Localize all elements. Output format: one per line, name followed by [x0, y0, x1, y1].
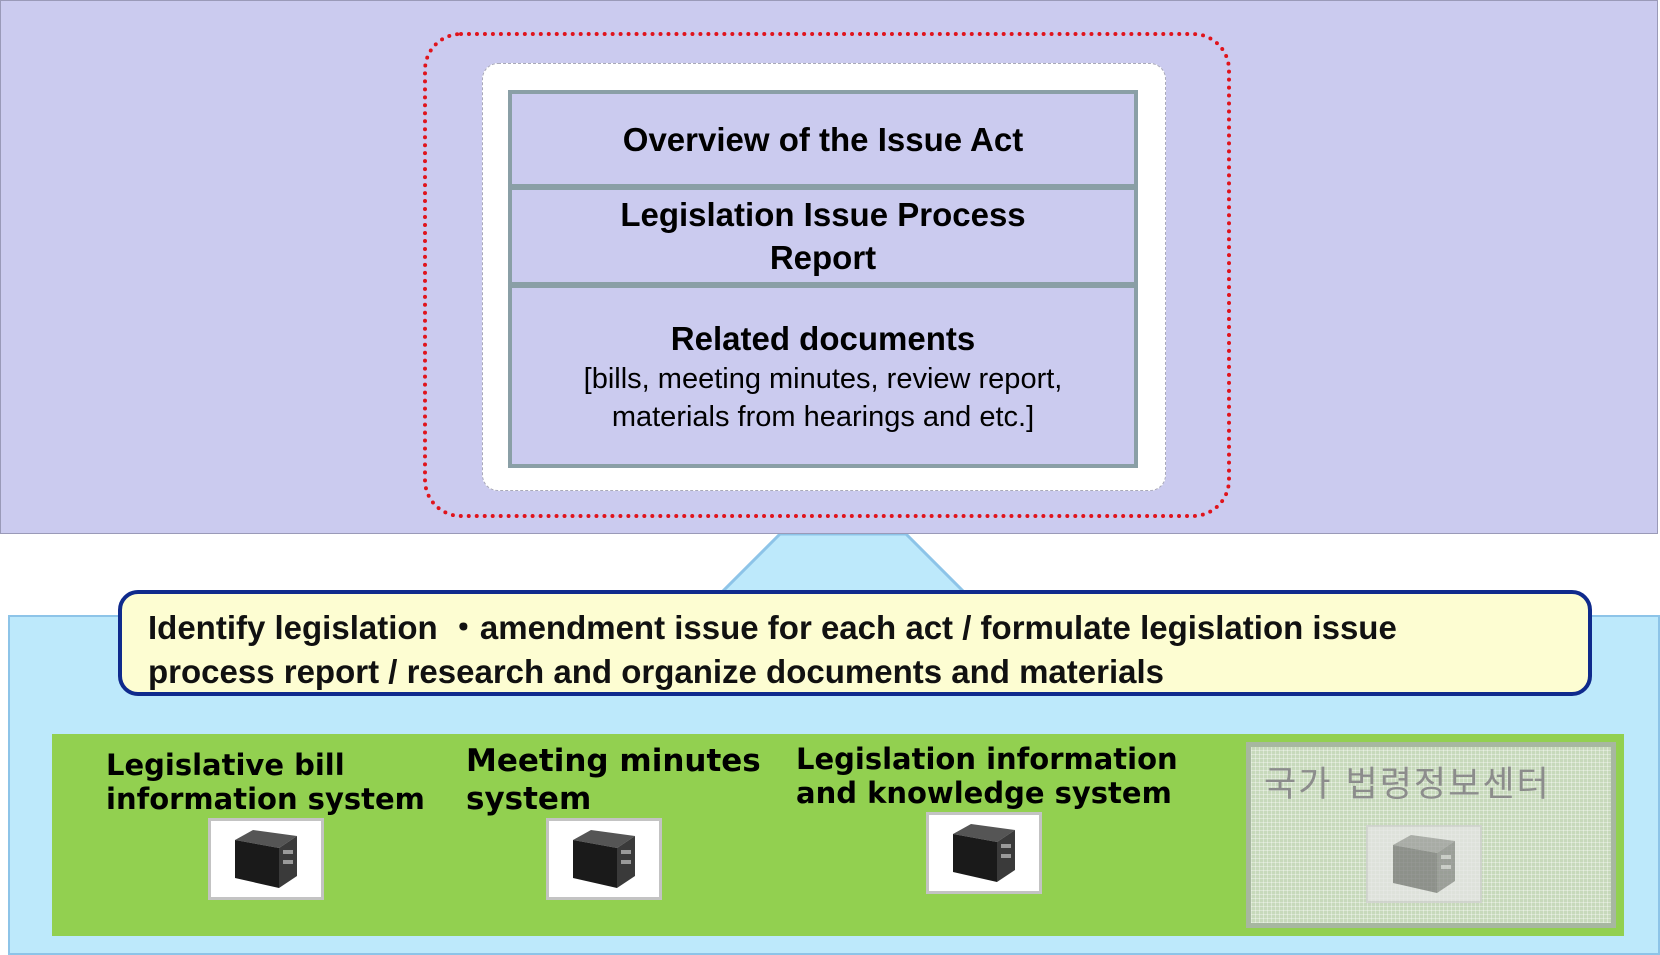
process-report-title-line2: Report [769, 239, 877, 276]
server-meeting-minutes [546, 818, 662, 900]
related-documents-detail-line2: materials from hearings and etc.] [611, 400, 1035, 433]
related-documents-detail-line1: [bills, meeting minutes, review report, [583, 362, 1063, 395]
server-icon [573, 830, 635, 888]
process-banner: Identify legislation ・amendment issue fo… [118, 590, 1592, 696]
system-label-line1: Meeting minutes [466, 743, 761, 779]
system-label-line2: system [466, 781, 592, 817]
server-icon [953, 824, 1015, 882]
system-label-line1: Legislative bill [106, 748, 345, 782]
overview-title: Overview of the Issue Act [622, 120, 1024, 158]
banner-line1: Identify legislation ・amendment issue fo… [148, 609, 1397, 646]
system-label-line2: information system [106, 782, 425, 816]
server-bill-info [208, 818, 324, 900]
overview-box: Overview of the Issue Act [508, 90, 1138, 188]
server-icon [235, 830, 297, 888]
system-label-bill-info: Legislative bill information system [106, 748, 425, 816]
process-report-title-line1: Legislation Issue Process [620, 196, 1026, 233]
process-report-box: Legislation Issue Process Report [508, 186, 1138, 286]
national-law-center-panel [1246, 742, 1616, 928]
system-label-legislation-knowledge: Legislation information and knowledge sy… [796, 742, 1178, 810]
banner-line2: process report / research and organize d… [148, 653, 1165, 690]
system-label-meeting-minutes: Meeting minutes system [466, 742, 761, 818]
highlight-frame [423, 32, 1231, 518]
server-legislation-knowledge [926, 812, 1042, 894]
related-documents-title: Related documents [670, 319, 976, 357]
system-label-line1: Legislation information [796, 742, 1178, 776]
upward-connector [720, 534, 966, 594]
system-label-line2: and knowledge system [796, 776, 1172, 810]
national-law-center-label: 국가 법령정보센터 [1264, 765, 1551, 805]
server-icon [1393, 835, 1455, 893]
server-national-law-center [1366, 825, 1482, 903]
related-documents-box: Related documents [bills, meeting minute… [508, 284, 1138, 468]
